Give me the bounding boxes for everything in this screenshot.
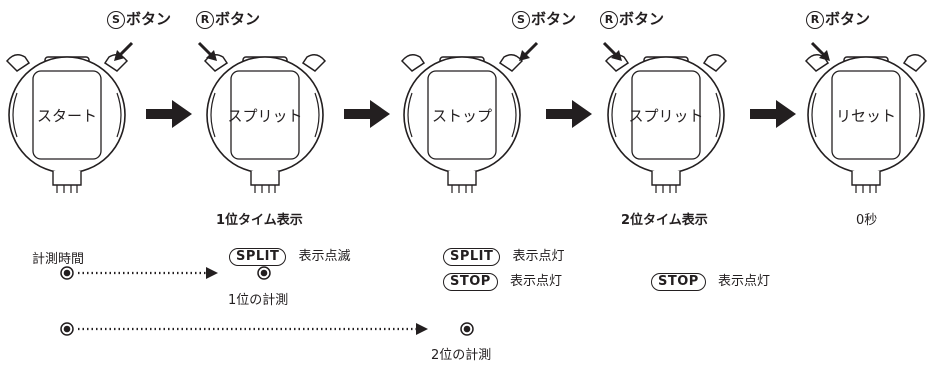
button-suffix: ボタン bbox=[215, 10, 261, 28]
s-mark: S bbox=[512, 11, 530, 29]
timeline-arrowhead-2 bbox=[416, 323, 428, 335]
stop-indicator-badge: STOP bbox=[443, 273, 498, 291]
button-suffix: ボタン bbox=[531, 10, 577, 28]
s-button-pointer-2 bbox=[517, 41, 539, 63]
button-suffix: ボタン bbox=[619, 10, 665, 28]
indicator-split-blink: SPLIT 表示点滅 bbox=[229, 245, 351, 266]
r-button-pointer-2 bbox=[602, 41, 624, 63]
split-indicator-badge: SPLIT bbox=[443, 248, 501, 266]
mode-label-split-2: スプリット bbox=[628, 107, 704, 125]
stop-indicator-badge: STOP bbox=[651, 273, 706, 291]
caption-second-split: 2位タイム表示 bbox=[621, 213, 708, 228]
r-mark: R bbox=[806, 11, 824, 29]
caption-first-split: 1位タイム表示 bbox=[216, 213, 303, 228]
indicator-state-text: 表示点灯 bbox=[509, 274, 562, 289]
indicator-state-text: 表示点灯 bbox=[512, 249, 565, 264]
button-suffix: ボタン bbox=[825, 10, 871, 28]
flow-arrow-4 bbox=[750, 100, 796, 128]
split-indicator-badge: SPLIT bbox=[229, 248, 287, 266]
timeline-start-marker-1 bbox=[60, 266, 74, 280]
indicator-state-text: 表示点灯 bbox=[717, 274, 770, 289]
mode-label-start: スタート bbox=[36, 107, 97, 125]
timeline-start-marker-2 bbox=[60, 322, 74, 336]
indicator-stop-lit-1: STOP 表示点灯 bbox=[443, 270, 562, 291]
button-suffix: ボタン bbox=[126, 10, 172, 28]
caption-reset: 0秒 bbox=[856, 213, 878, 228]
timeline-arrowhead-1 bbox=[206, 267, 218, 279]
mode-label-reset: リセット bbox=[835, 107, 896, 125]
indicator-state-text: 表示点滅 bbox=[298, 249, 351, 264]
r-mark: R bbox=[600, 11, 618, 29]
mode-label-stop: ストップ bbox=[431, 107, 492, 125]
s-mark: S bbox=[107, 11, 125, 29]
first-measure-label: 1位の計測 bbox=[228, 293, 289, 308]
flow-arrow-2 bbox=[344, 100, 390, 128]
flow-arrow-3 bbox=[546, 100, 592, 128]
indicator-stop-lit-2: STOP 表示点灯 bbox=[651, 270, 770, 291]
timeline-end-marker-2 bbox=[460, 322, 474, 336]
r-button-pointer-1 bbox=[197, 41, 219, 63]
second-measure-label: 2位の計測 bbox=[431, 348, 492, 363]
mode-label-split-1: スプリット bbox=[227, 107, 303, 125]
flow-arrow-1 bbox=[146, 100, 192, 128]
timeline-end-marker-1 bbox=[257, 266, 271, 280]
indicator-split-lit: SPLIT 表示点灯 bbox=[443, 245, 565, 266]
r-mark: R bbox=[196, 11, 214, 29]
s-button-pointer-1 bbox=[112, 41, 134, 63]
measure-time-label: 計測時間 bbox=[32, 252, 85, 267]
